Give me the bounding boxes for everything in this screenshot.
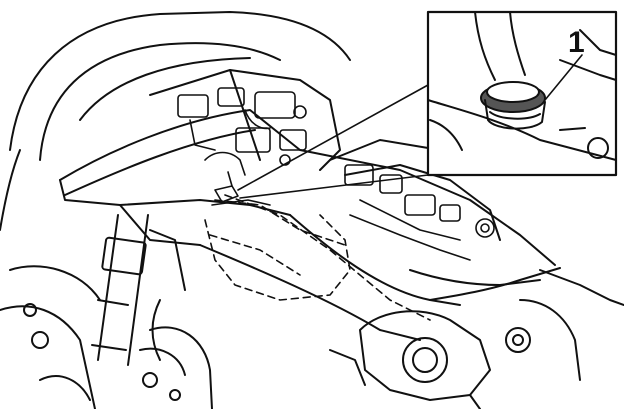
front-wheel bbox=[0, 265, 213, 409]
internal-components bbox=[177, 87, 495, 261]
inset-detail bbox=[426, 10, 618, 177]
front-fork bbox=[91, 214, 186, 366]
relay-block bbox=[177, 94, 209, 118]
upper-fairing bbox=[0, 11, 351, 231]
hose-fitting-location bbox=[211, 171, 271, 206]
inset-leader bbox=[237, 84, 429, 199]
fuse-box bbox=[254, 91, 296, 119]
callout-number-1: 1 bbox=[568, 26, 585, 59]
hidden-outline bbox=[204, 194, 431, 321]
engine bbox=[329, 269, 624, 409]
side-cowling bbox=[59, 69, 561, 341]
